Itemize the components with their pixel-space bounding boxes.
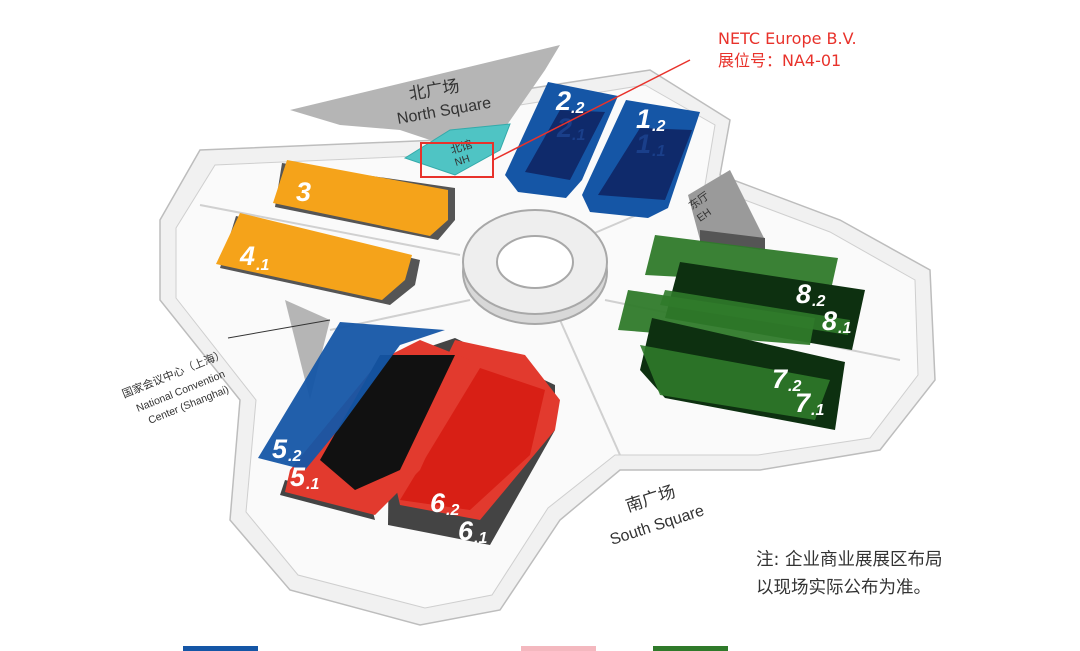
- hall-5-2-label: 5: [272, 434, 288, 464]
- east-hall[interactable]: 东厅 EH: [686, 170, 765, 250]
- hall-6-1-sub: .1: [474, 530, 487, 547]
- north-square-area: [290, 45, 560, 140]
- hall-8-2-sub: .2: [812, 293, 825, 310]
- hall-4-1[interactable]: 4 .1: [216, 213, 420, 305]
- hall-1-2-label: 1: [636, 104, 651, 134]
- hall-7-2-label: 7: [772, 364, 789, 394]
- north-hall-zh: 北馆: [449, 137, 474, 157]
- exhibitor-name: NETC Europe B.V.: [718, 29, 857, 48]
- north-hall-en: NH: [453, 153, 471, 169]
- note-line-2: 以现场实际公布为准。: [756, 578, 931, 598]
- booth-number: 展位号：NA4-01: [718, 51, 842, 70]
- hall-2-1-sub: .1: [572, 127, 585, 144]
- hall-7-1-sub: .1: [811, 402, 824, 419]
- hall-2-1-label: 2: [556, 113, 572, 143]
- hall-3-label: 3: [296, 177, 311, 207]
- hall-7[interactable]: 7 .2 7 .1: [618, 290, 845, 430]
- note-line-1: 注: 企业商业展展区布局: [756, 550, 943, 570]
- hall-5-1-label: 5: [290, 462, 306, 492]
- hall-1-1-label: 1: [636, 129, 651, 159]
- hall-4-1-sub: .1: [256, 257, 269, 274]
- hall-5-2-sub: .2: [288, 448, 301, 465]
- booth-annotation: NETC Europe B.V. 展位号：NA4-01: [718, 28, 857, 72]
- west-wedge: [285, 300, 330, 400]
- hall-7-1-label: 7: [795, 388, 812, 418]
- hall-2-2-label: 2: [555, 86, 571, 116]
- legend-chip-pink: [521, 646, 596, 651]
- hall-1[interactable]: 1 .2 1 .1: [582, 100, 700, 218]
- hall-6-2-label: 6: [430, 488, 446, 518]
- south-square-en: South Square: [608, 502, 706, 548]
- legend-chip-blue: [183, 646, 258, 651]
- center-ring: [462, 209, 608, 325]
- hall-5-1-sub: .1: [306, 476, 319, 493]
- hall-1-1-sub: .1: [652, 143, 665, 160]
- hall-6-1-label: 6: [458, 516, 474, 546]
- hall-6-2-sub: .2: [446, 502, 459, 519]
- hall-4-1-label: 4: [239, 241, 255, 271]
- layout-note: 注: 企业商业展展区布局 以现场实际公布为准。: [756, 546, 942, 602]
- hall-5[interactable]: 5 .2 5 .1: [258, 322, 470, 520]
- hall-1-2-sub: .2: [652, 118, 665, 135]
- hall-3[interactable]: 3: [273, 160, 455, 240]
- hall-8-1-label: 8: [822, 306, 837, 336]
- north-hall[interactable]: 北馆 NH: [403, 123, 511, 176]
- legend-chip-green: [653, 646, 728, 651]
- hall-2-2-sub: .2: [571, 100, 584, 117]
- hall-8-1-sub: .1: [838, 320, 851, 337]
- hall-8-2-label: 8: [796, 279, 811, 309]
- annotation-pointer: [492, 59, 691, 161]
- hall-7-2-sub: .2: [788, 378, 801, 395]
